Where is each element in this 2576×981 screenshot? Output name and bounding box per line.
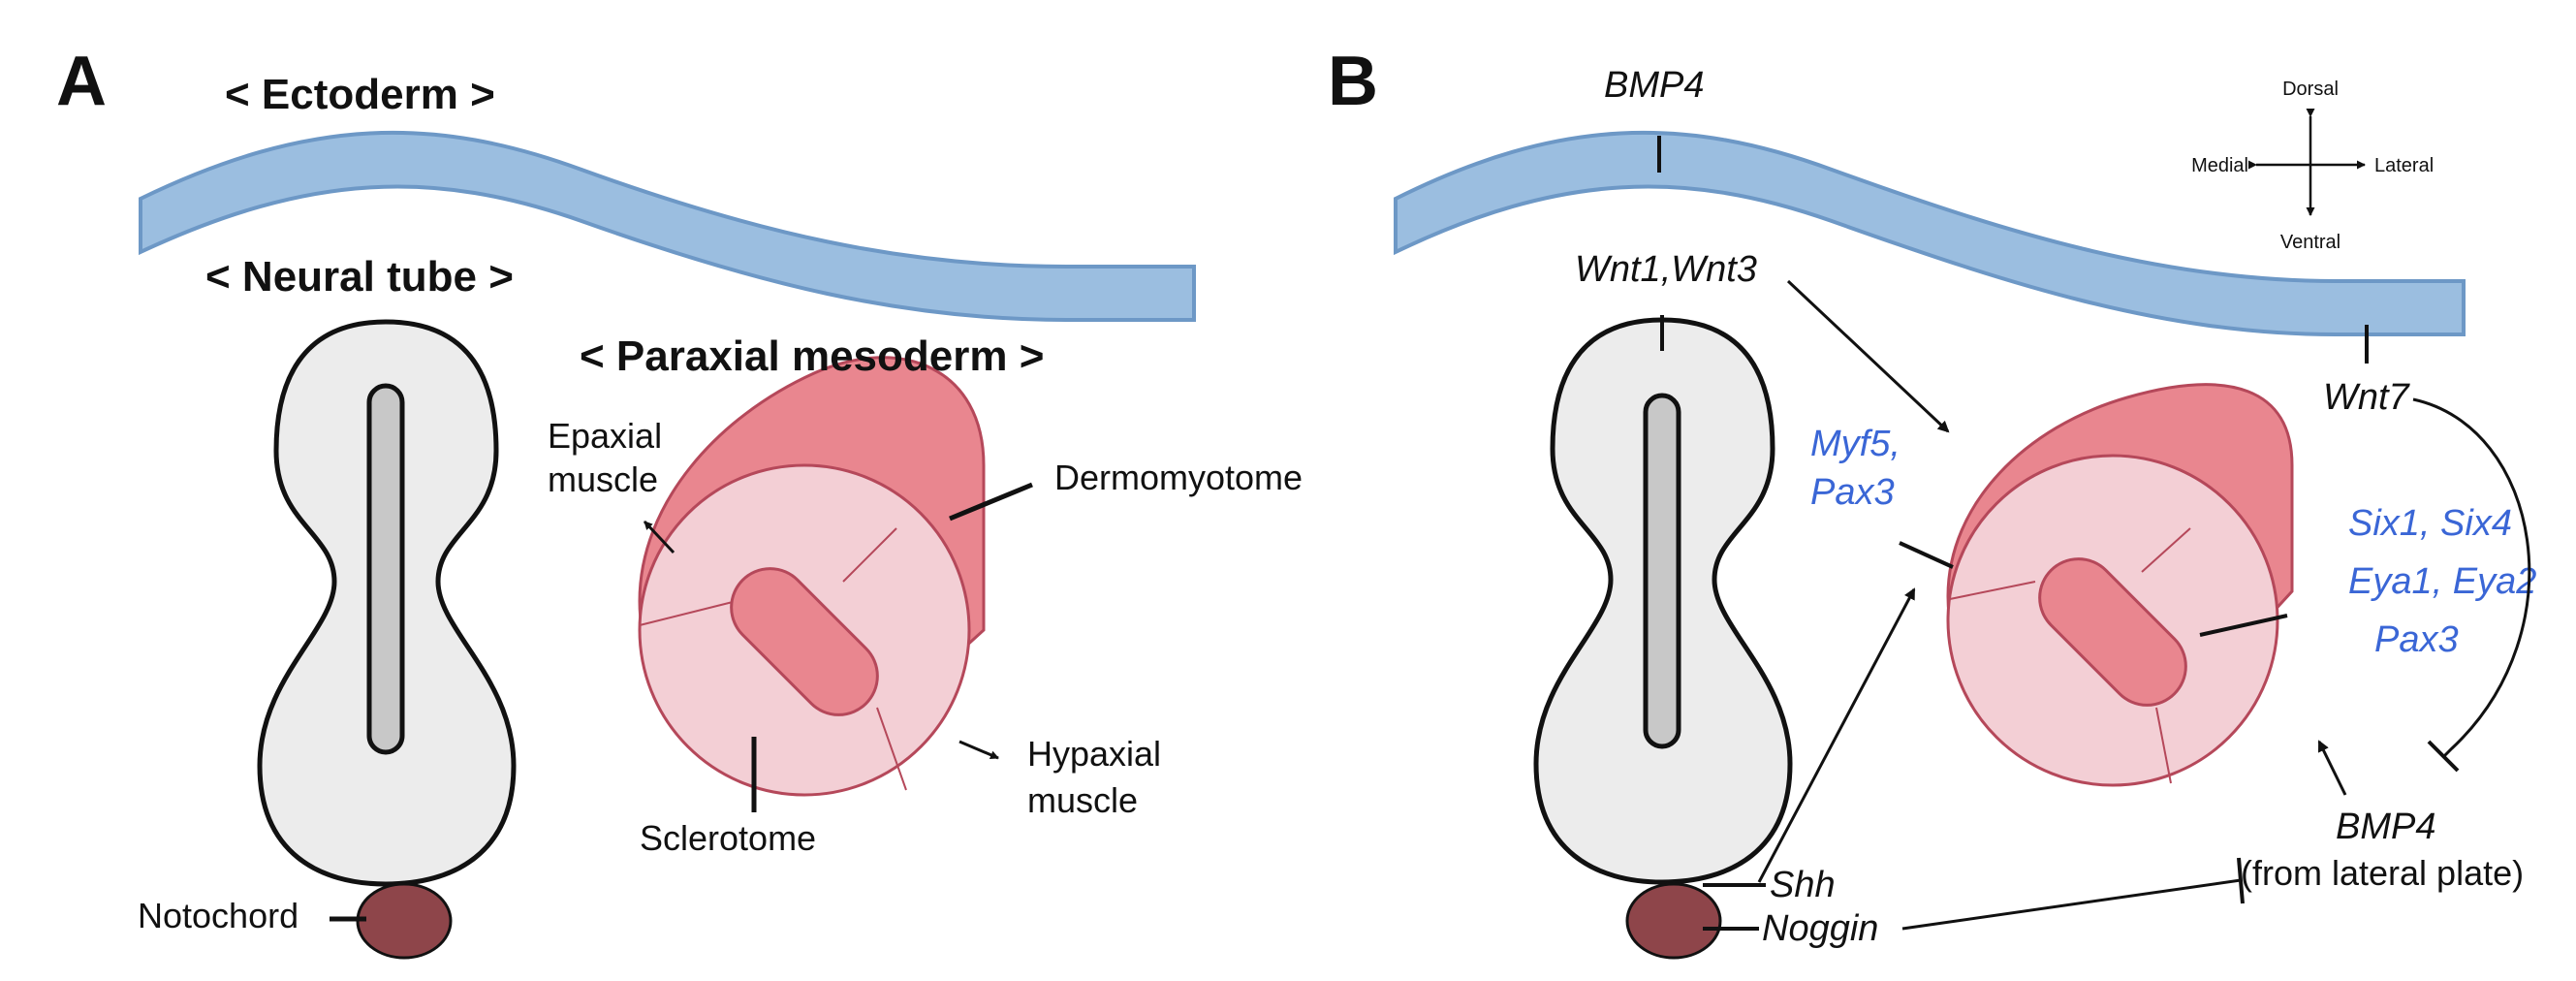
bmp4-lateral-arrow <box>2317 740 2347 796</box>
compass-lateral: Lateral <box>2374 155 2434 176</box>
myf5-pointer <box>1899 541 1954 569</box>
hypaxial-arrow <box>958 740 999 760</box>
somite-b-division-3 <box>2155 707 2172 784</box>
sclerotome-label: Sclerotome <box>640 818 816 858</box>
panel-b: B BMP4 Wnt1,Wnt3 Myf5, Pax3 Six1, Six4 E… <box>1328 43 2536 960</box>
dermomyotome-pointer <box>949 482 1033 522</box>
panel-a: A < Ectoderm > < Neural tube > < Paraxia… <box>56 43 1303 960</box>
six-label-2: Eya1, Eya2 <box>2348 561 2536 602</box>
six-label-3: Pax3 <box>2374 619 2459 660</box>
shh-arrow <box>1757 587 1916 883</box>
panel-b-letter: B <box>1328 43 1378 120</box>
somite-b <box>1946 383 2294 787</box>
somite-b-division-2 <box>2141 527 2191 573</box>
somite-division-2 <box>842 527 897 583</box>
neural-tube-heading: < Neural tube > <box>205 253 514 301</box>
somite-core-a <box>730 567 879 716</box>
six-label-1: Six1, Six4 <box>2348 503 2512 544</box>
epaxial-label-2: muscle <box>548 459 658 499</box>
ectoderm-heading: < Ectoderm > <box>225 71 495 118</box>
six-pointer <box>2199 614 2288 637</box>
noggin-label: Noggin <box>1762 908 1878 949</box>
bmp4-lateral-label-2: (from lateral plate) <box>2241 853 2524 893</box>
wnt1-wnt3-label: Wnt1,Wnt3 <box>1575 249 1757 290</box>
ectoderm-band-a <box>139 130 1196 322</box>
epaxial-arrow <box>643 520 675 554</box>
myf5-label-2: Pax3 <box>1810 472 1895 513</box>
notochord-label: Notochord <box>138 896 298 935</box>
compass-ventral: Ventral <box>2280 232 2340 253</box>
somite-b-core <box>2038 557 2187 707</box>
wnt7-label: Wnt7 <box>2323 377 2411 418</box>
hypaxial-label-2: muscle <box>1027 780 1138 820</box>
myf5-label-1: Myf5, <box>1810 424 1901 464</box>
somite-a <box>638 356 986 797</box>
compass-dorsal: Dorsal <box>2282 79 2339 100</box>
compass-medial: Medial <box>2191 155 2248 176</box>
dermomyotome-label: Dermomyotome <box>1054 458 1303 497</box>
hypaxial-label-1: Hypaxial <box>1027 734 1161 774</box>
neural-canal-b <box>1643 393 1681 749</box>
somite-division-1 <box>639 600 738 626</box>
bmp4-top-label: BMP4 <box>1604 65 1704 106</box>
paraxial-mesoderm-heading: < Paraxial mesoderm > <box>580 332 1044 380</box>
shh-label: Shh <box>1770 865 1836 905</box>
notochord-a <box>356 882 453 960</box>
wnt7-inhibition-bar <box>2427 740 2460 773</box>
epaxial-label-1: Epaxial <box>548 416 662 456</box>
noggin-inhibition-line <box>1901 878 2242 931</box>
panel-a-letter: A <box>56 43 107 120</box>
notochord-b <box>1625 882 1722 960</box>
ectoderm-band-b <box>1394 130 2466 336</box>
orientation-compass: Dorsal Ventral Medial Lateral <box>2191 79 2434 253</box>
wnt1-wnt3-arrow <box>1786 279 1950 433</box>
bmp4-lateral-label-1: BMP4 <box>2336 807 2435 847</box>
somite-division-3 <box>876 707 907 791</box>
noggin-inhibition-bar <box>2237 857 2245 904</box>
neural-canal-a <box>366 383 405 755</box>
somite-b-division-1 <box>1949 581 2036 600</box>
wnt7-inhibition-curve <box>2412 397 2531 758</box>
